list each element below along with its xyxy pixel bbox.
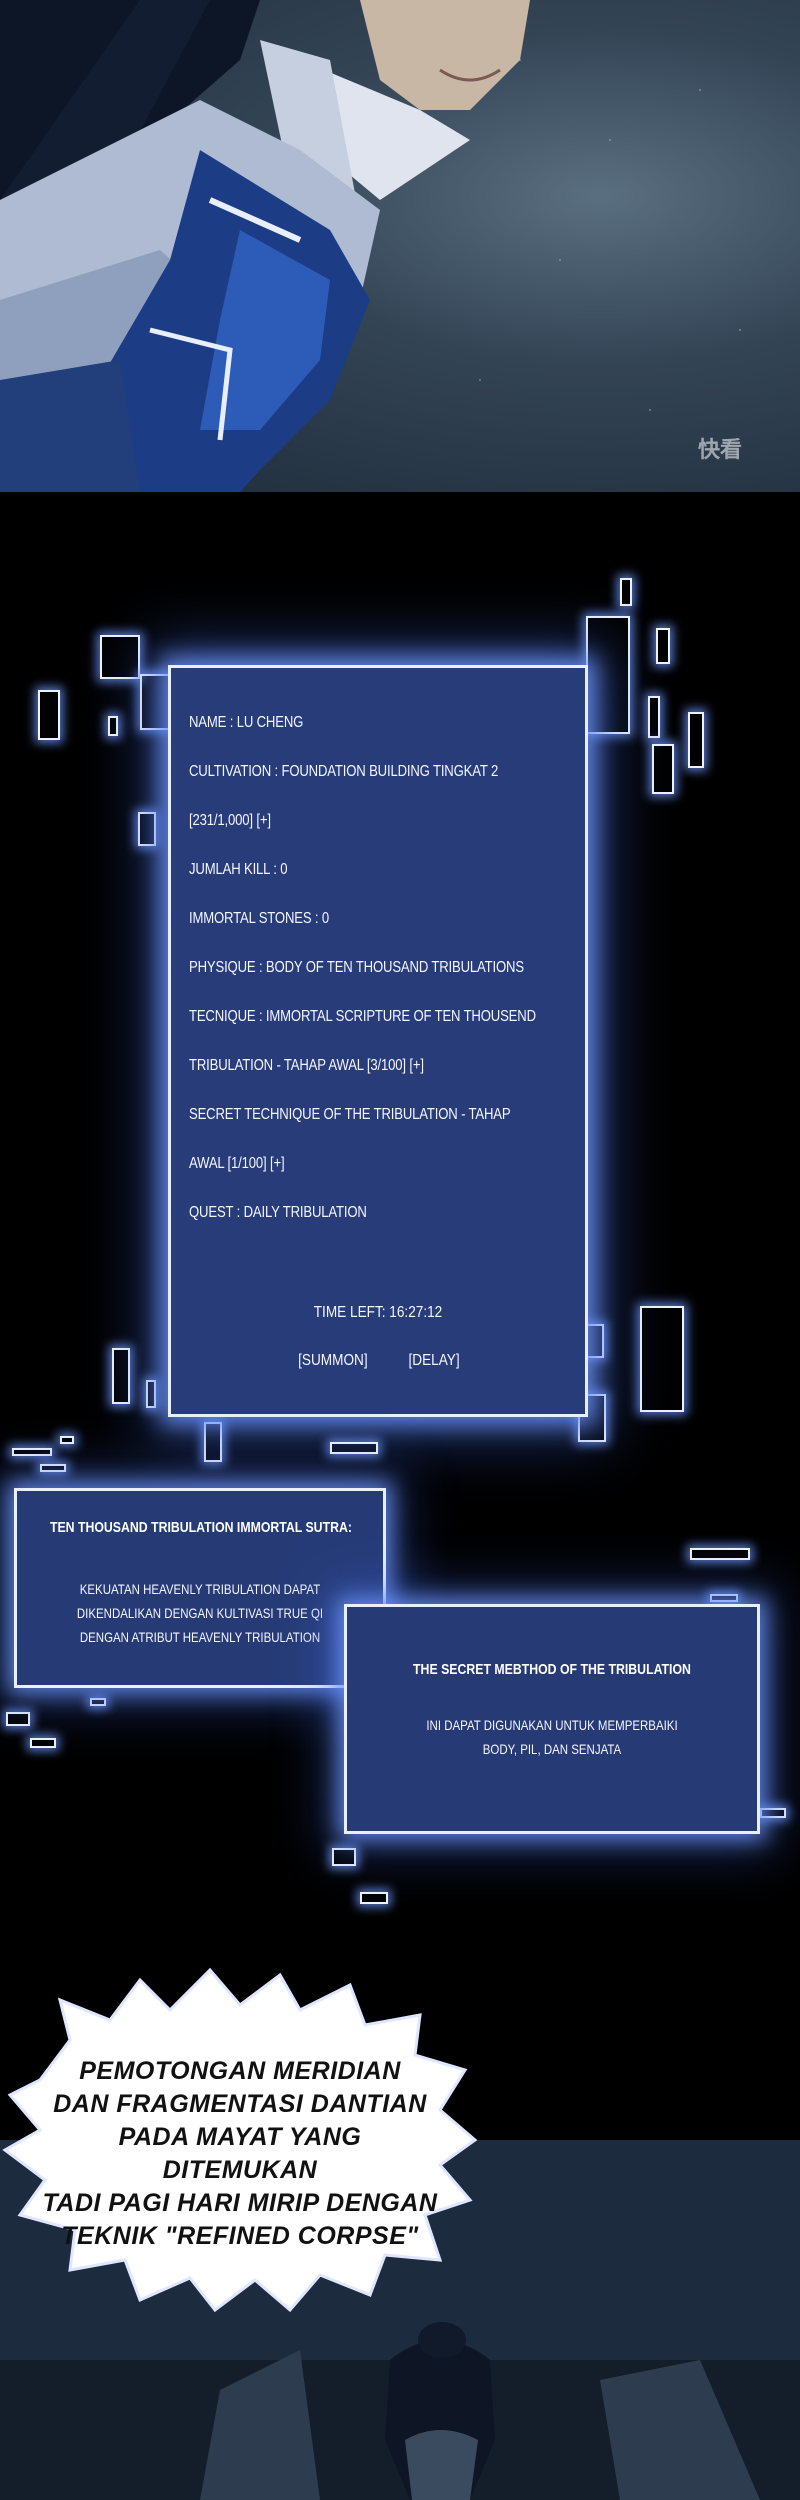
deco-block [60,1436,74,1444]
deco-block [360,1892,388,1904]
deco-block [6,1712,30,1726]
deco-block [38,690,60,740]
deco-block [204,1422,222,1462]
status-line-immortal-stones: IMMORTAL STONES : 0 [189,910,330,927]
deco-block [140,674,170,730]
quest-actions: [SUMMON] [DELAY] [171,1352,585,1370]
deco-block [578,1394,606,1442]
deco-block [760,1808,786,1818]
status-line-technique-stage: TRIBULATION - TAHAP AWAL [3/100] [+] [189,1057,424,1074]
secret-method-info-box: THE SECRET MEBTHOD OF THE TRIBULATION IN… [344,1604,760,1834]
deco-block [138,812,156,846]
sutra-box-line: DENGAN ATRIBUT HEAVENLY TRIBULATION [79,1629,321,1645]
status-line-quest: QUEST : DAILY TRIBULATION [189,1204,367,1221]
watermark: 快看 [697,437,742,462]
speech-line: PADA MAYAT YANG DITEMUKAN [118,2123,362,2184]
deco-block [652,744,674,794]
speech-bubble: PEMOTONGAN MERIDIAN DAN FRAGMENTASI DANT… [0,1960,480,2320]
speech-line: TADI PAGI HARI MIRIP DENGAN [42,2189,438,2217]
deco-block [12,1448,52,1456]
secret-box-line: INI DAPAT DIGUNAKAN UNTUK MEMPERBAIKI [426,1717,678,1733]
deco-block [688,712,704,768]
deco-block [690,1548,750,1560]
deco-block [332,1848,356,1866]
speech-line: PEMOTONGAN MERIDIAN [79,2057,401,2085]
deco-block [656,628,670,664]
status-line-secret-technique: SECRET TECHNIQUE OF THE TRIBULATION - TA… [189,1106,511,1123]
deco-block [620,578,632,606]
deco-block [648,696,660,738]
status-line-kills: JUMLAH KILL : 0 [189,861,288,878]
deco-block [146,1380,156,1408]
speech-line: DAN FRAGMENTASI DANTIAN [53,2090,427,2118]
deco-block [30,1738,56,1748]
character-illustration [0,0,530,492]
quest-time-left: TIME LEFT: 16:27:12 [313,1304,443,1321]
deco-block [40,1464,66,1472]
summon-button[interactable]: [SUMMON] [297,1352,368,1369]
system-status-window: NAME : LU CHENG CULTIVATION : FOUNDATION… [168,665,588,1417]
status-line-cultivation: CULTIVATION : FOUNDATION BUILDING TINGKA… [189,763,499,780]
delay-button[interactable]: [DELAY] [408,1352,460,1369]
deco-block [90,1698,106,1706]
sutra-info-box: TEN THOUSAND TRIBULATION IMMORTAL SUTRA:… [14,1488,386,1688]
status-line-secret-technique-stage: AWAL [1/100] [+] [189,1155,285,1172]
status-line-technique: TECNIQUE : IMMORTAL SCRIPTURE OF TEN THO… [189,1008,536,1025]
sutra-box-line: DIKENDALIKAN DENGAN KULTIVASI TRUE QI [76,1605,324,1621]
deco-block [100,635,140,679]
speech-bubble-shape [2,1967,478,2313]
deco-block [112,1348,130,1404]
deco-block [710,1594,738,1602]
secret-box-title: THE SECRET MEBTHOD OF THE TRIBULATION [413,1661,691,1678]
speech-bubble-text: PEMOTONGAN MERIDIAN DAN FRAGMENTASI DANT… [40,2055,440,2253]
deco-block [330,1442,378,1454]
top-comic-panel: 快看 [0,0,800,492]
deco-block [108,716,118,736]
speech-line: TEKNIK "REFINED CORPSE" [61,2222,419,2250]
status-line-physique: PHYSIQUE : BODY OF TEN THOUSAND TRIBULAT… [189,959,524,976]
secret-box-line: BODY, PIL, DAN SENJATA [482,1741,622,1757]
status-line-name: NAME : LU CHENG [189,714,304,731]
status-line-cultivation-progress: [231/1,000] [+] [189,812,271,829]
sutra-box-line: KEKUATAN HEAVENLY TRIBULATION DAPAT [79,1581,321,1597]
deco-block [586,616,630,734]
sutra-box-title: TEN THOUSAND TRIBULATION IMMORTAL SUTRA: [49,1519,352,1536]
deco-block [640,1306,684,1412]
